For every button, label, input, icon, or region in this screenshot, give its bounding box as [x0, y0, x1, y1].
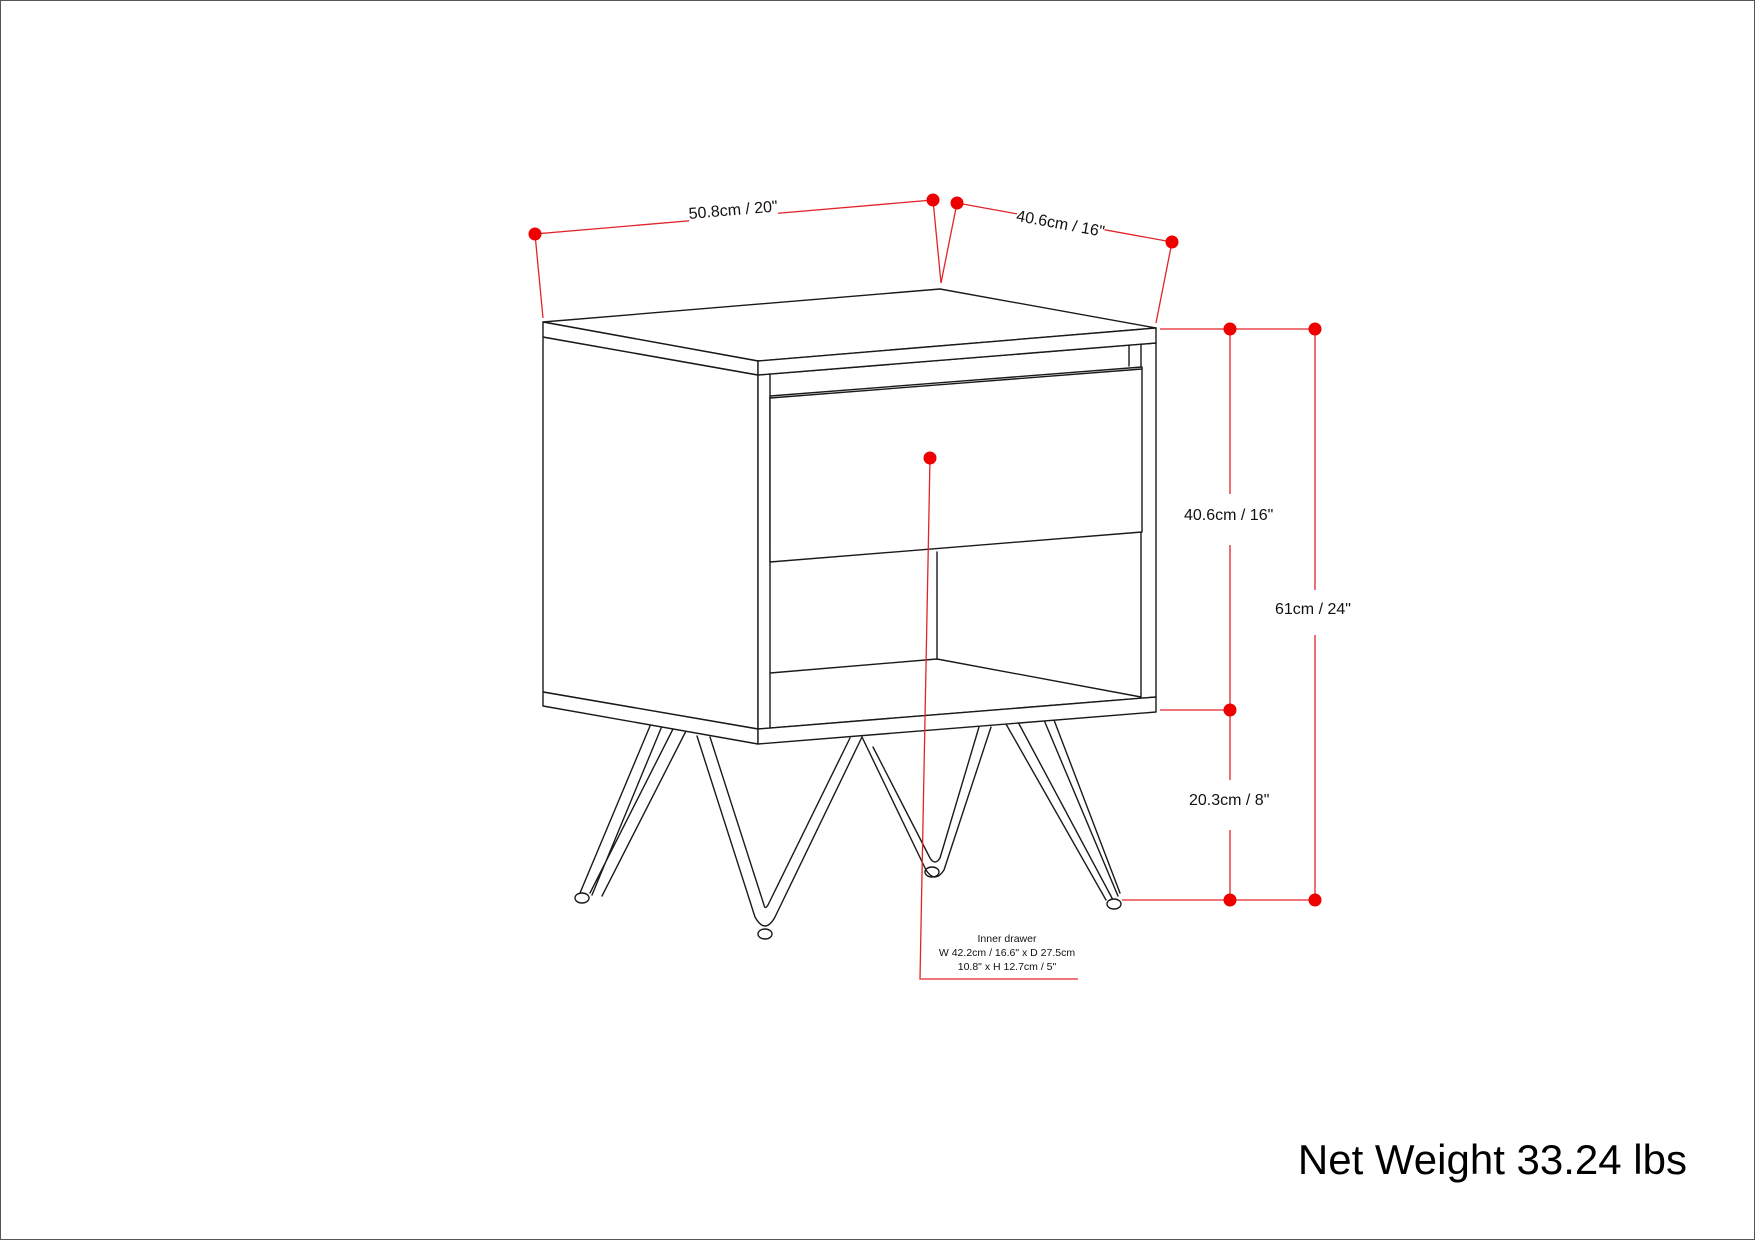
- inner-drawer-title: Inner drawer: [977, 933, 1037, 945]
- cabinet-body: [542, 288, 1157, 745]
- inner-drawer-line1: W 42.2cm / 16.6" x D 27.5cm: [938, 947, 1076, 959]
- total-height-label: 61cm / 24": [1275, 601, 1351, 619]
- inner-drawer-note: Inner drawer W 42.2cm / 16.6" x D 27.5cm…: [917, 932, 1097, 974]
- leg-height-label: 20.3cm / 8": [1189, 792, 1270, 810]
- hairpin-legs: [574, 719, 1122, 940]
- net-weight: Net Weight 33.24 lbs: [1297, 1136, 1687, 1183]
- dimension-dots: [528, 193, 1322, 907]
- inner-drawer-line2: 10.8" x H 12.7cm / 5": [957, 961, 1057, 973]
- body-height-label: 40.6cm / 16": [1184, 507, 1274, 525]
